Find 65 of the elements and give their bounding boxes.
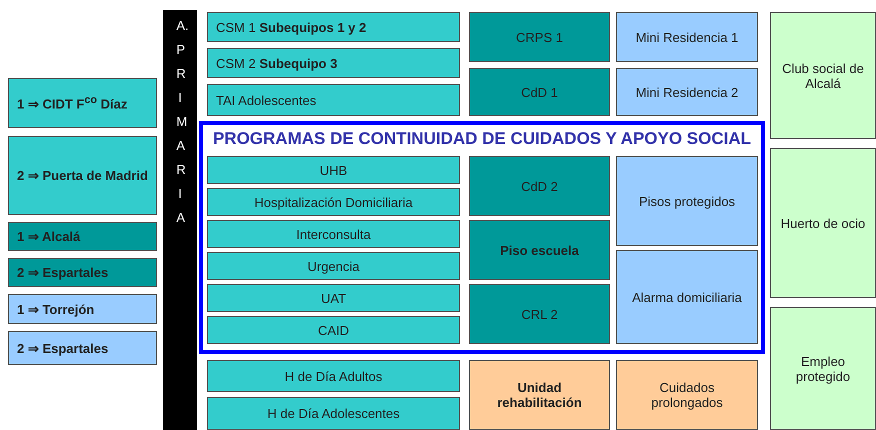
- box-label: Unidad rehabilitación: [496, 380, 583, 410]
- box-label: 1 ⇒ Alcalá: [17, 229, 80, 244]
- box-label: CSM 2 Subequipo 3: [216, 56, 338, 70]
- box-label: 1 ⇒ Torrejón: [17, 302, 94, 316]
- program-box: [207, 156, 460, 184]
- program-box: [207, 397, 460, 430]
- box-label: 1 ⇒ CIDT F$^{co}$ Díaz: [17, 94, 128, 112]
- program-box: [8, 331, 157, 365]
- vertical-label-bar: [163, 10, 197, 430]
- program-box: [770, 148, 876, 298]
- box-label: 2 ⇒ Espartales: [17, 340, 108, 356]
- program-box: [8, 258, 157, 287]
- program-box: [616, 360, 758, 430]
- box-label: Mini Residencia 1: [636, 30, 738, 44]
- program-box: [469, 156, 610, 216]
- program-box: [8, 136, 157, 215]
- box-label: Piso escuela: [500, 242, 579, 258]
- program-box: [616, 156, 758, 246]
- program-box: [469, 284, 610, 344]
- box-label: Cuidados prolongados: [650, 380, 724, 410]
- box-label: Mini Residencia 2: [636, 84, 738, 100]
- box-label: Pisos protegidos: [638, 194, 736, 208]
- box-label: UAT: [320, 290, 346, 306]
- program-box: [616, 68, 758, 116]
- box-label: Club social de Alcalá: [781, 60, 865, 90]
- box-label: CRL 2: [521, 306, 558, 322]
- program-box: [207, 284, 460, 312]
- program-box: [616, 250, 758, 344]
- program-box: [8, 222, 157, 251]
- program-box: [207, 188, 460, 216]
- box-label: CAID: [318, 322, 350, 338]
- box-label: H de Día Adultos: [284, 368, 382, 384]
- group-title: PROGRAMAS DE CONTINUIDAD DE CUIDADOS Y APOYO SOCIAL: [212, 128, 752, 150]
- box-label: Hospitalización Domiciliaria: [254, 194, 413, 210]
- program-box: [469, 220, 610, 280]
- box-label: CSM 1 Subequipos 1 y 2: [216, 20, 366, 34]
- program-box: [616, 12, 758, 62]
- program-box: [207, 316, 460, 344]
- program-box: [469, 360, 610, 430]
- box-label: CdD 1: [521, 84, 558, 100]
- box-label: TAI Adolescentes: [216, 92, 316, 108]
- program-box: [207, 220, 460, 248]
- box-label: 2 ⇒ Espartales: [17, 265, 108, 280]
- program-box: [469, 12, 610, 62]
- program-box: [207, 12, 460, 42]
- box-label: Interconsulta: [296, 226, 371, 242]
- program-box: [207, 84, 460, 116]
- program-box: [770, 307, 876, 430]
- box-label: UHB: [320, 162, 348, 178]
- program-box: [8, 294, 157, 324]
- program-box: [8, 78, 157, 128]
- box-label: CdD 2: [521, 178, 558, 194]
- program-group-frame: [199, 121, 765, 354]
- box-label: H de Día Adolescentes: [267, 406, 400, 421]
- program-box: [469, 68, 610, 116]
- box-label: Alarma domiciliaria: [632, 290, 742, 304]
- program-box: [207, 48, 460, 78]
- program-box: [207, 360, 460, 392]
- box-label: 2 ⇒ Puerta de Madrid: [17, 168, 148, 183]
- box-label: CRPS 1: [516, 30, 563, 44]
- program-box: [207, 252, 460, 280]
- box-label: Empleo protegido: [794, 354, 852, 384]
- box-label: Urgencia: [307, 258, 360, 274]
- program-box: [770, 12, 876, 139]
- box-label: Huerto de ocio: [780, 216, 866, 230]
